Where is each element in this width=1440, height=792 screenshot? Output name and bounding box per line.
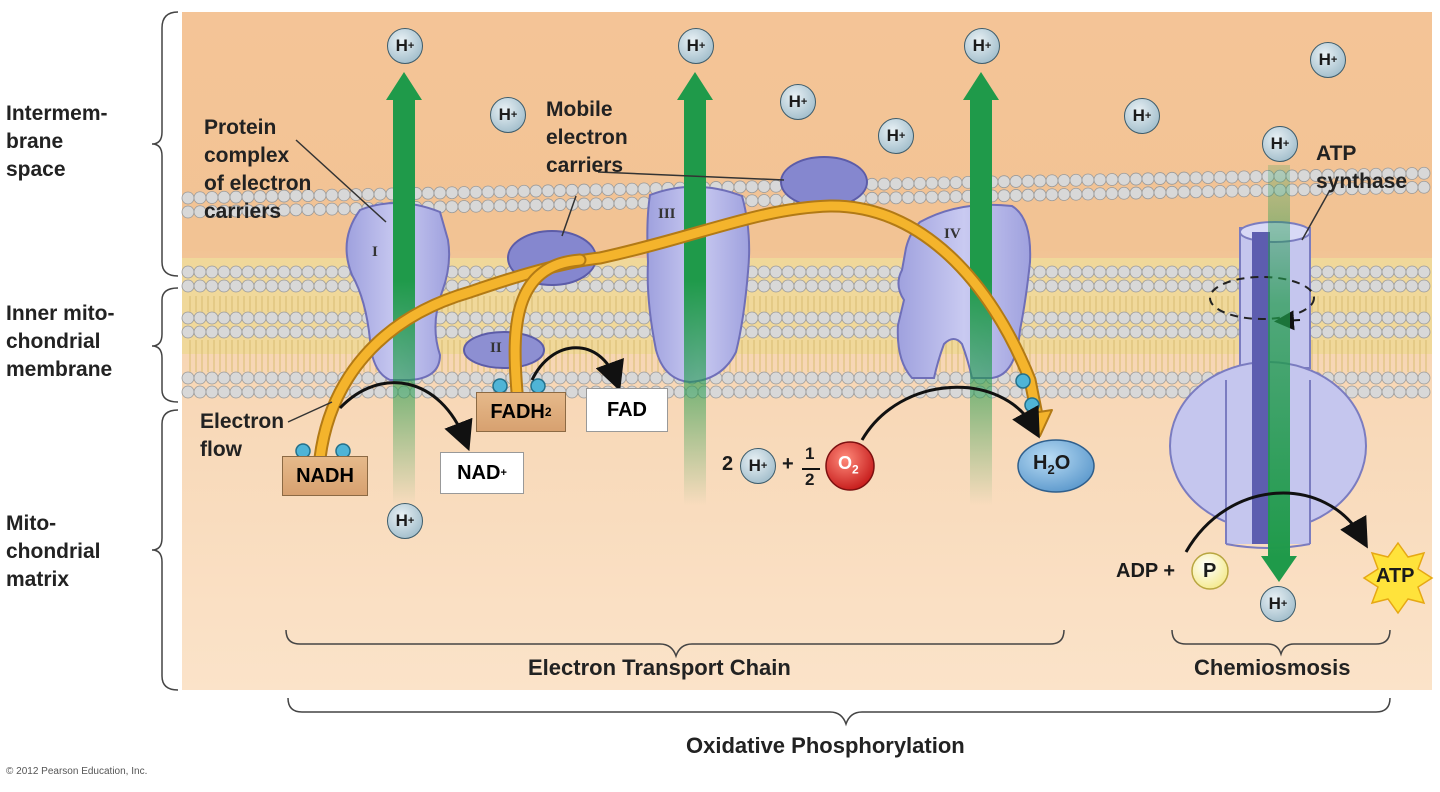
nad-plus-box: NAD+ <box>440 452 524 494</box>
h2o-label: H2O <box>1033 452 1071 477</box>
half-denominator: 2 <box>805 470 815 489</box>
label-electron-flow: Electron flow <box>200 410 285 461</box>
oxygen-molecule <box>825 441 875 491</box>
phosphate-label: P <box>1203 560 1217 582</box>
proton-pump-arrows <box>386 72 1297 582</box>
proton-ion: H+ <box>387 503 423 539</box>
electron-flow-path <box>313 199 1053 465</box>
label-atp-synthase: ATP synthase <box>1316 142 1408 193</box>
label-protein-complex: Protein complex of electron carriers <box>204 116 312 223</box>
proton-ion: H+ <box>780 84 816 120</box>
fad-box: FAD <box>586 388 668 432</box>
proton-ion: H+ <box>1260 586 1296 622</box>
plus-sign: + <box>782 453 794 475</box>
reaction-arrows <box>338 346 1368 553</box>
proton-ion: H+ <box>678 28 714 64</box>
label-oxidative-phosphorylation: Oxidative Phosphorylation <box>686 733 965 758</box>
proton-ion: H+ <box>964 28 1000 64</box>
proton-ion: H+ <box>1310 42 1346 78</box>
label-intermembrane-space: Intermem- brane space <box>6 102 108 181</box>
proton-ion: H+ <box>1262 126 1298 162</box>
label-inner-membrane: Inner mito- chondrial membrane <box>6 302 115 381</box>
complex-iii-label: III <box>658 206 676 222</box>
coefficient-2: 2 <box>722 453 734 475</box>
region-braces <box>151 11 179 691</box>
water-molecule <box>1017 439 1095 493</box>
adp-label: ADP + <box>1116 560 1176 582</box>
complex-ii-label: II <box>490 340 502 356</box>
o2-label: O2 <box>838 453 859 477</box>
label-chemiosmosis: Chemiosmosis <box>1194 655 1351 680</box>
label-mobile-carriers: Mobile electron carriers <box>546 98 628 177</box>
proton-ion: H+ <box>1124 98 1160 134</box>
atp-burst <box>1362 541 1434 615</box>
label-mitochondrial-matrix: Mito- chondrial matrix <box>6 512 101 591</box>
proton-ion: H+ <box>387 28 423 64</box>
proton-ion: H+ <box>878 118 914 154</box>
cytochrome-c-carrier <box>780 156 868 208</box>
leader-lines <box>287 139 1331 423</box>
complex-ii-shape <box>463 331 545 369</box>
atp-label: ATP <box>1376 565 1415 587</box>
copyright: © 2012 Pearson Education, Inc. <box>6 766 148 777</box>
phosphate <box>1191 552 1229 590</box>
proton-ion: H+ <box>740 448 776 484</box>
label-electron-transport-chain: Electron Transport Chain <box>528 655 791 680</box>
bottom-braces <box>285 629 1391 727</box>
complex-iv-label: IV <box>944 226 961 242</box>
half-numerator: 1 <box>805 444 815 463</box>
proton-ion: H+ <box>490 97 526 133</box>
nadh-box: NADH <box>282 456 368 496</box>
complex-i-label: I <box>372 244 378 260</box>
